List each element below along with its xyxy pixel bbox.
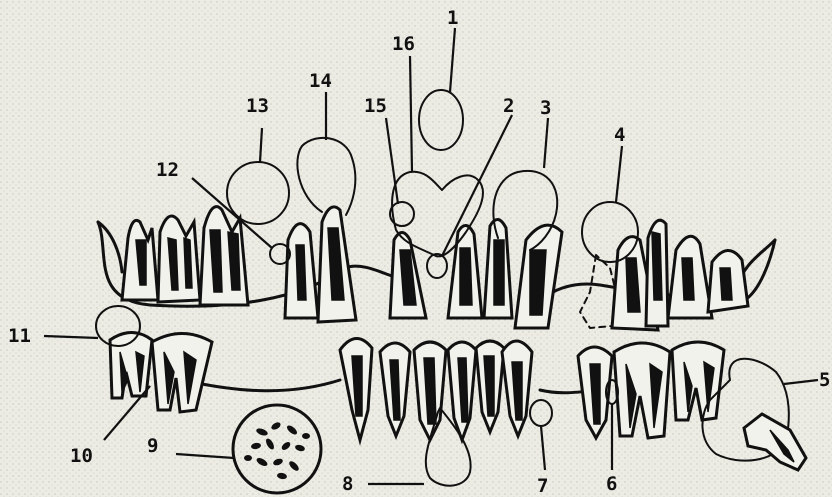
label-14: 14	[309, 70, 332, 92]
label-2: 2	[503, 95, 514, 117]
label-16: 16	[392, 33, 415, 55]
upper-right-molar-1	[646, 220, 668, 326]
label-12: 12	[156, 159, 179, 181]
label-7: 7	[537, 475, 548, 497]
label-15: 15	[364, 95, 387, 117]
label-1: 1	[447, 7, 458, 29]
label-11: 11	[8, 325, 31, 347]
label-9: 9	[147, 435, 158, 457]
label-4: 4	[614, 124, 625, 146]
label-8: 8	[342, 473, 353, 495]
label-5: 5	[819, 369, 830, 391]
upper-left-molar-2	[158, 216, 200, 302]
label-3: 3	[540, 97, 551, 119]
upper-right-molar-3	[708, 250, 748, 312]
upper-incisor-3	[484, 219, 512, 318]
label-10: 10	[70, 445, 93, 467]
label-6: 6	[606, 473, 617, 495]
label-13: 13	[246, 95, 269, 117]
